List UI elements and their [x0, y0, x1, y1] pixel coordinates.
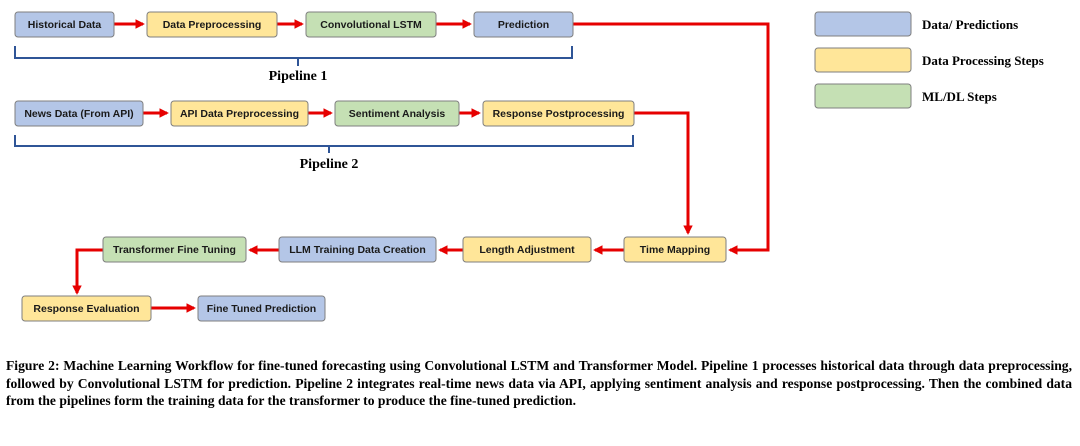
node-data-preprocessing: Data Preprocessing — [146, 11, 278, 38]
legend: Data/ Predictions Data Processing Steps … — [814, 11, 1044, 109]
arrows — [72, 19, 770, 313]
node-response-evaluation: Response Evaluation — [21, 295, 152, 322]
pipeline-2-bracket — [14, 135, 634, 153]
node-time-mapping: Time Mapping — [623, 236, 727, 263]
node-prediction-label: Prediction — [498, 19, 549, 31]
legend-item-data: Data/ Predictions — [814, 11, 1018, 37]
legend-label-processing: Data Processing Steps — [922, 53, 1044, 68]
node-convolutional-lstm: Convolutional LSTM — [305, 11, 437, 38]
node-time-mapping-label: Time Mapping — [640, 244, 710, 256]
node-news-data: News Data (From API) — [14, 100, 144, 127]
node-api-data-preprocessing-label: API Data Preprocessing — [180, 108, 299, 120]
node-transformer-fine-tuning: Transformer Fine Tuning — [102, 236, 247, 263]
node-historical-data: Historical Data — [14, 11, 115, 38]
legend-swatch-data — [814, 11, 912, 37]
node-fine-tuned-prediction: Fine Tuned Prediction — [197, 295, 326, 322]
arrow-prediction-to-time-mapping — [573, 22, 770, 255]
node-sentiment-analysis: Sentiment Analysis — [334, 100, 460, 127]
node-historical-data-label: Historical Data — [28, 19, 102, 31]
node-response-postprocessing-label: Response Postprocessing — [493, 108, 625, 120]
node-llm-training-data-creation-label: LLM Training Data Creation — [289, 244, 426, 256]
pipeline-2-label: Pipeline 2 — [300, 157, 359, 172]
figure-caption: Figure 2: Machine Learning Workflow for … — [6, 358, 1072, 408]
node-response-evaluation-label: Response Evaluation — [33, 303, 139, 315]
legend-label-ml: ML/DL Steps — [922, 89, 997, 104]
pipeline-brackets — [14, 46, 634, 153]
legend-swatch-ml — [814, 83, 912, 109]
node-news-data-label: News Data (From API) — [24, 108, 133, 120]
pipeline-1-bracket — [14, 46, 573, 66]
arrow-transformer-to-response-evaluation — [72, 248, 103, 295]
node-transformer-fine-tuning-label: Transformer Fine Tuning — [113, 244, 236, 256]
arrow-postprocessing-to-time-mapping — [634, 111, 693, 235]
node-convolutional-lstm-label: Convolutional LSTM — [320, 19, 422, 31]
node-fine-tuned-prediction-label: Fine Tuned Prediction — [207, 303, 316, 315]
node-llm-training-data-creation: LLM Training Data Creation — [278, 236, 437, 263]
node-sentiment-analysis-label: Sentiment Analysis — [349, 108, 446, 120]
node-length-adjustment-label: Length Adjustment — [479, 244, 575, 256]
node-length-adjustment: Length Adjustment — [462, 236, 592, 263]
node-data-preprocessing-label: Data Preprocessing — [163, 19, 262, 31]
workflow-diagram: Pipeline 1 Pipeline 2 Historical Data Da… — [14, 11, 1044, 322]
node-api-data-preprocessing: API Data Preprocessing — [170, 100, 309, 127]
pipeline-1-label: Pipeline 1 — [269, 69, 328, 84]
legend-item-ml: ML/DL Steps — [814, 83, 997, 109]
legend-swatch-processing — [814, 47, 912, 73]
legend-label-data: Data/ Predictions — [922, 17, 1018, 32]
node-response-postprocessing: Response Postprocessing — [482, 100, 635, 127]
legend-item-processing: Data Processing Steps — [814, 47, 1044, 73]
node-prediction: Prediction — [473, 11, 574, 38]
